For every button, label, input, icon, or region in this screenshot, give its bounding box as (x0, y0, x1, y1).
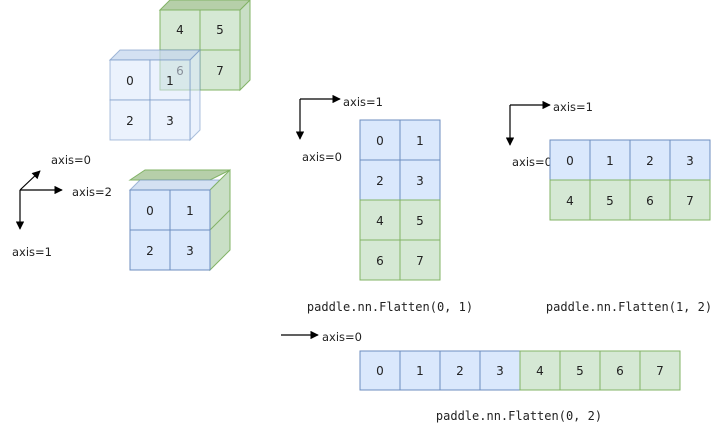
cube-front-side-face (189, 48, 201, 142)
flatten-1-2-axis0-label: axis=0 (512, 155, 552, 169)
grid-value: 3 (416, 174, 424, 188)
grid-value: 6 (376, 254, 384, 268)
grid-cell (629, 139, 671, 181)
solid-cube: 0 1 2 3 (128, 168, 231, 272)
grid-value: 1 (416, 364, 424, 378)
flatten-0-1-axis1-label: axis=1 (343, 95, 383, 109)
grid-value: 2 (456, 364, 464, 378)
flatten-0-2-axis0-label: axis=0 (322, 330, 362, 344)
grid-value: 4 (566, 194, 574, 208)
axis-0-label: axis=0 (51, 153, 91, 167)
flatten-0-1-axis0-label: axis=0 (302, 150, 342, 164)
flatten-0-2-caption: paddle.nn.Flatten(0, 2) (436, 409, 602, 423)
grid-cell (589, 139, 631, 181)
grid-cell (669, 139, 711, 181)
flatten-0-2-panel: axis=0 0 1 2 3 4 5 6 7 paddle.nn.Flatten… (281, 330, 681, 423)
axis-1-label: axis=1 (12, 245, 52, 259)
grid-cell (549, 139, 591, 181)
solid-cube-cell (129, 229, 171, 271)
grid-value: 7 (686, 194, 694, 208)
cube-front-cell (109, 99, 151, 141)
flatten-1-2-panel: axis=1 axis=0 0 1 2 3 4 5 6 7 paddle.nn.… (505, 100, 711, 314)
grid-value: 5 (606, 194, 614, 208)
grid-cell (479, 350, 521, 391)
grid-value: 7 (656, 364, 664, 378)
flatten-0-2-row: 0 1 2 3 4 5 6 7 (359, 350, 681, 391)
grid-cell (399, 239, 441, 281)
flatten-1-2-axis1-label: axis=1 (553, 100, 593, 114)
cube-front-layer: 0 1 2 3 (109, 59, 191, 141)
grid-cell (629, 179, 671, 221)
grid-cell (519, 350, 561, 391)
grid-value: 6 (616, 364, 624, 378)
grid-value: 7 (416, 254, 424, 268)
cube-back-value: 7 (216, 64, 224, 78)
cube-back-side-face (239, 0, 251, 92)
cube-front-top-face (108, 49, 202, 61)
grid-cell (359, 239, 401, 281)
solid-cube-value: 2 (146, 244, 154, 258)
solid-cube-value: 0 (146, 204, 154, 218)
cube-back-cell (159, 9, 201, 51)
cube-back-top-face (158, 0, 251, 11)
grid-cell (589, 179, 631, 221)
solid-cube-front: 0 1 2 3 (129, 189, 211, 271)
cube-front-value: 1 (166, 74, 174, 88)
solid-cube-cell (169, 189, 211, 231)
axis-indicator-3d: axis=0 axis=2 axis=1 (12, 153, 112, 259)
cube-front-value: 0 (126, 74, 134, 88)
solid-cube-top-face-inner (128, 179, 222, 191)
cube-front-cell (149, 99, 191, 141)
grid-value: 0 (566, 154, 574, 168)
grid-value: 3 (686, 154, 694, 168)
grid-cell (359, 199, 401, 241)
cube-back-cell (199, 9, 241, 51)
grid-cell (359, 350, 401, 391)
solid-cube-value: 1 (186, 204, 194, 218)
grid-cell (549, 179, 591, 221)
flatten-0-1-grid: 0 1 2 3 4 5 6 7 (359, 119, 441, 281)
cube-front-value: 3 (166, 114, 174, 128)
flatten-0-1-panel: axis=1 axis=0 0 1 2 3 4 5 6 7 paddle.nn.… (295, 94, 473, 314)
grid-cell (439, 350, 481, 391)
grid-value: 2 (376, 174, 384, 188)
flatten-1-2-grid: 0 1 2 3 4 5 6 7 (549, 139, 711, 221)
grid-cell (399, 159, 441, 201)
grid-cell (599, 350, 641, 391)
solid-cube-side-divider (209, 209, 231, 231)
flatten-0-1-caption: paddle.nn.Flatten(0, 1) (307, 300, 473, 314)
grid-cell (359, 119, 401, 161)
grid-value: 6 (646, 194, 654, 208)
solid-cube-cell (169, 229, 211, 271)
cube-back-value: 4 (176, 23, 184, 37)
grid-value: 4 (376, 214, 384, 228)
grid-cell (399, 119, 441, 161)
grid-value: 0 (376, 364, 384, 378)
grid-value: 1 (606, 154, 614, 168)
solid-cube-top-face (128, 169, 231, 181)
exploded-cube: 4 5 6 7 0 1 2 3 (108, 0, 251, 142)
cube-back-value: 5 (216, 23, 224, 37)
grid-cell (639, 350, 681, 391)
axis-2-label: axis=2 (72, 185, 112, 199)
solid-cube-value: 3 (186, 244, 194, 258)
grid-cell (399, 199, 441, 241)
grid-value: 4 (536, 364, 544, 378)
grid-cell (359, 159, 401, 201)
grid-value: 0 (376, 134, 384, 148)
grid-value: 5 (416, 214, 424, 228)
grid-value: 1 (416, 134, 424, 148)
flatten-1-2-caption: paddle.nn.Flatten(1, 2) (546, 300, 711, 314)
cube-back-cell (199, 49, 241, 91)
grid-value: 5 (576, 364, 584, 378)
grid-cell (669, 179, 711, 221)
grid-value: 3 (496, 364, 504, 378)
cube-front-value: 2 (126, 114, 134, 128)
grid-cell (399, 350, 441, 391)
grid-value: 2 (646, 154, 654, 168)
axis-0-arrow (19, 170, 41, 191)
cube-front-cell (149, 59, 191, 101)
